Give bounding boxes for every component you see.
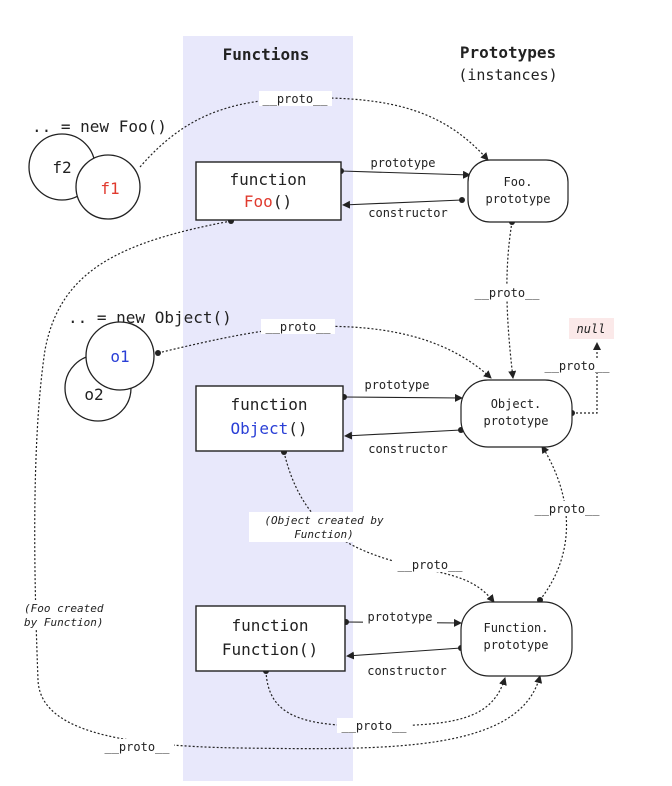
new-object-label: .. = new Object() — [68, 308, 232, 327]
object-parens: () — [288, 419, 307, 438]
edge-object-constructor — [344, 429, 462, 440]
function-prototype-node — [460, 601, 573, 677]
prototypes-subheading: (instances) — [458, 66, 557, 84]
function-object-name: Object() — [230, 419, 307, 438]
function-prototype-line2: prototype — [483, 638, 548, 652]
function-foo-box — [195, 161, 342, 221]
foo-prototype-line1: Foo. — [504, 175, 533, 189]
instance-o1-label: o1 — [110, 347, 129, 366]
instance-o2-label: o2 — [84, 385, 103, 404]
edge-object-proto-null — [572, 342, 601, 414]
function-function-box — [195, 605, 346, 672]
label-foo-constructor: constructor — [368, 206, 447, 220]
label-proto-f1: __proto__ — [262, 92, 328, 106]
label-proto-foo-function: __proto__ — [104, 740, 170, 754]
label-proto-foo: __proto__ — [474, 286, 540, 300]
label-object-prototype: prototype — [364, 378, 429, 392]
edge-foo-fn-proto — [34, 220, 543, 750]
function-foo-keyword: function — [229, 170, 306, 189]
prototypes-heading: Prototypes — [460, 43, 556, 62]
null-label: null — [577, 322, 606, 336]
edge-object-prototype — [343, 393, 463, 402]
null-badge — [569, 318, 614, 339]
label-foo-prototype: prototype — [370, 156, 435, 170]
object-prototype-node — [460, 379, 573, 448]
foo-prototype-line2: prototype — [485, 192, 550, 206]
function-prototype-line1: Function. — [483, 621, 548, 635]
label-proto-function-self: __proto__ — [341, 719, 407, 733]
function-function-keyword: function — [231, 616, 308, 635]
object-name: Object — [230, 419, 288, 438]
note-object-created-1: (Object created by — [264, 514, 384, 527]
note-foo-created-2: by Function) — [24, 616, 103, 629]
instance-f2-label: f2 — [52, 158, 71, 177]
edge-function-constructor — [346, 647, 462, 660]
label-proto-function-object: __proto__ — [534, 502, 600, 516]
label-object-constructor: constructor — [368, 442, 447, 456]
dot — [459, 197, 465, 203]
function-object-keyword: function — [230, 395, 307, 414]
function-function-name: Function() — [222, 640, 318, 659]
label-function-prototype: prototype — [367, 610, 432, 624]
note-foo-created-1: (Foo created — [24, 602, 104, 615]
instance-o1 — [85, 321, 155, 391]
instance-f1 — [75, 154, 141, 220]
function-object-box — [195, 385, 344, 452]
object-prototype-line1: Object. — [491, 397, 542, 411]
foo-parens: () — [273, 192, 292, 211]
label-proto-o1: __proto__ — [265, 320, 331, 334]
foo-prototype-node — [467, 159, 569, 223]
object-prototype-line2: prototype — [483, 414, 548, 428]
edge-foo-prototype — [340, 170, 471, 179]
label-proto-null: __proto__ — [544, 359, 610, 373]
label-proto-object-function: __proto__ — [397, 558, 463, 572]
edge-foo-constructor — [342, 199, 463, 209]
note-object-created-2: Function) — [294, 528, 354, 541]
foo-name: Foo — [244, 192, 273, 211]
functions-heading: Functions — [223, 45, 310, 64]
function-foo-name: Foo() — [244, 192, 292, 211]
instance-f1-label: f1 — [100, 179, 119, 198]
new-foo-label: .. = new Foo() — [32, 117, 167, 136]
dot — [155, 350, 161, 356]
edge-function-proto-proto — [539, 445, 568, 601]
label-function-constructor: constructor — [367, 664, 446, 678]
